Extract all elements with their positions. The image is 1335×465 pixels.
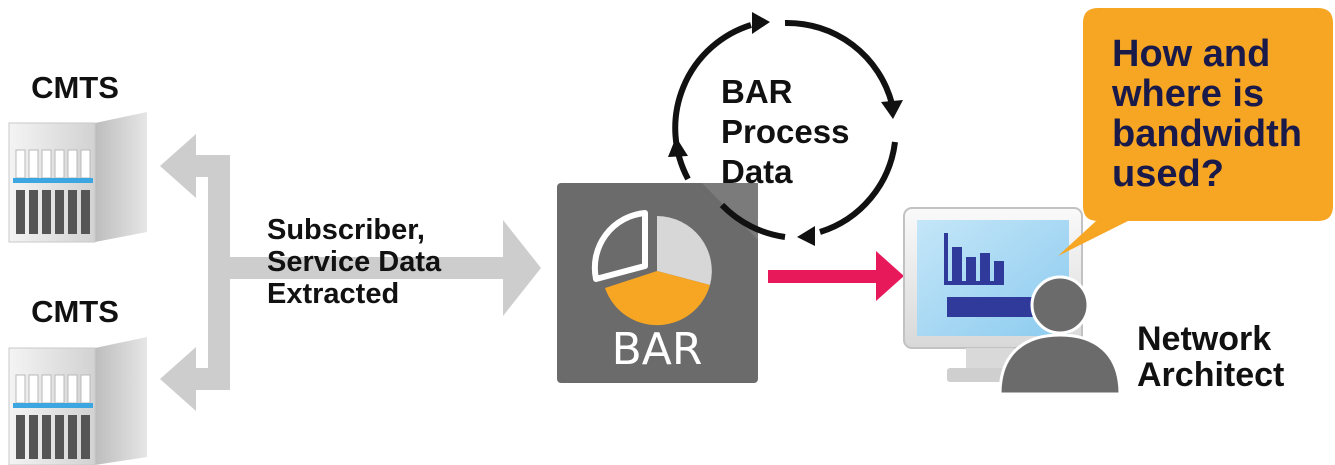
- server-label: CMTS: [31, 294, 119, 329]
- process-label-line: Process: [721, 113, 849, 150]
- person-icon: [998, 275, 1122, 396]
- bubble-line: where is: [1111, 73, 1264, 115]
- cycle-arrows-icon: [668, 12, 903, 246]
- cmts-server-1: CMTS: [8, 70, 147, 243]
- extraction-label: Subscriber, Service Data Extracted: [267, 214, 449, 310]
- extraction-flow-arrows: [160, 134, 541, 411]
- server-icon: [8, 337, 147, 465]
- user-label-line: Network: [1137, 320, 1271, 358]
- user-label: Network Architect: [1137, 320, 1284, 394]
- process-label-line: Data: [721, 153, 793, 190]
- server-label: CMTS: [31, 70, 119, 105]
- process-label: BAR Process Data: [721, 73, 859, 190]
- bar-application-tile: BAR: [557, 183, 758, 383]
- bubble-question: How and where is bandwidth used?: [1111, 33, 1313, 195]
- server-icon: [8, 112, 147, 243]
- speech-bubble-icon: [1058, 8, 1333, 256]
- user-label-line: Architect: [1137, 356, 1284, 394]
- extraction-label-line: Extracted: [267, 278, 399, 310]
- extraction-label-line: Service Data: [267, 246, 442, 278]
- extraction-label-line: Subscriber,: [267, 214, 425, 246]
- bubble-line: bandwidth: [1112, 113, 1302, 155]
- bar-chart-icon: [944, 233, 1037, 317]
- output-arrow: [768, 251, 904, 301]
- arrow-to-bar: [503, 220, 541, 316]
- arrow-to-server-2: [160, 347, 196, 411]
- cmts-server-2: CMTS: [8, 294, 147, 465]
- process-label-line: BAR: [721, 73, 793, 110]
- bubble-line: How and: [1112, 33, 1270, 75]
- arrow-to-server-1: [160, 134, 196, 198]
- bubble-line: used?: [1112, 153, 1224, 195]
- bar-app-icon: [591, 210, 712, 326]
- bar-tile-label: BAR: [612, 324, 703, 375]
